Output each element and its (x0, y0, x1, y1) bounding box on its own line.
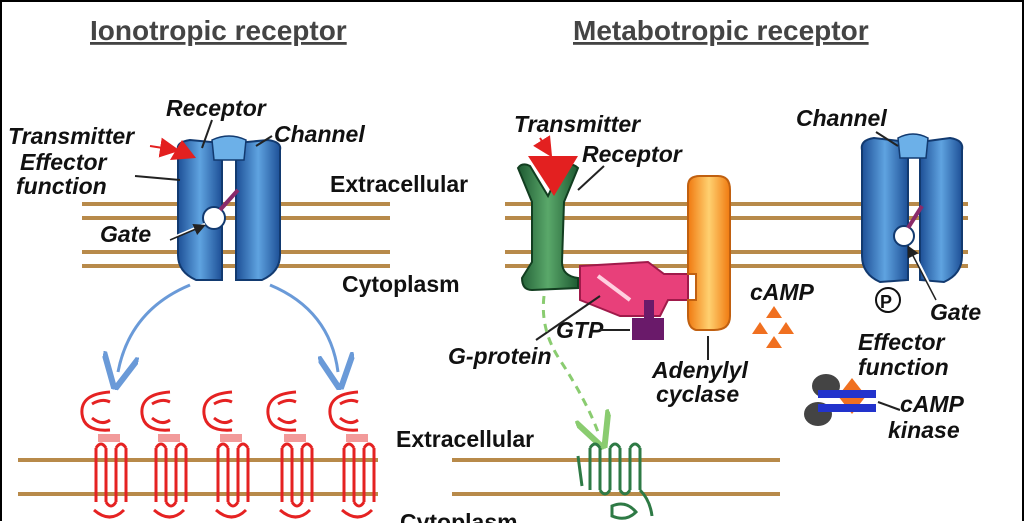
label-cytoplasm-2: Cytoplasm (400, 509, 518, 523)
label-effector-left-2: function (16, 173, 107, 199)
label-receptor-left: Receptor (166, 95, 267, 121)
phospho-circle (875, 287, 901, 313)
label-camp-kinase-1: cAMP (900, 391, 965, 417)
ionotropic-title: Ionotropic receptor (90, 15, 347, 46)
label-adenylyl-2: cyclase (656, 381, 739, 407)
camp-molecules (752, 306, 794, 348)
camp-kinase (804, 374, 876, 426)
label-extracellular-2: Extracellular (396, 426, 534, 452)
label-camp-kinase-2: kinase (888, 417, 960, 443)
label-receptor-right: Receptor (582, 141, 683, 167)
label-transmitter-right: Transmitter (514, 111, 641, 137)
ion-channel-right (860, 133, 964, 284)
red-receptor-2 (140, 390, 188, 519)
label-gate-right: Gate (930, 299, 981, 325)
lower-membrane-left (18, 458, 378, 496)
label-gate-left: Gate (100, 221, 151, 247)
red-receptors (80, 390, 376, 519)
label-channel-right: Channel (796, 105, 887, 131)
lower-membrane-right (452, 458, 780, 496)
arrow-green-down (541, 295, 598, 432)
gtp-block (632, 318, 664, 340)
label-channel-left: Channel (274, 121, 365, 147)
arrow-left-down (118, 283, 191, 372)
ion-channel-left (170, 135, 282, 281)
g-protein (579, 260, 689, 340)
adenylyl-cyclase (687, 175, 731, 331)
label-gprotein: G-protein (448, 343, 552, 369)
label-cytoplasm-1: Cytoplasm (342, 271, 460, 297)
red-receptor-1 (80, 390, 128, 519)
label-transmitter-left: Transmitter (8, 123, 135, 149)
red-receptor-5 (328, 390, 376, 519)
red-receptor-4 (266, 390, 314, 519)
arrow-right-down (269, 283, 338, 372)
label-p: P (880, 292, 892, 312)
label-effector-left-1: Effector (20, 149, 108, 175)
gate-circle-left (202, 206, 226, 230)
label-extracellular-1: Extracellular (330, 171, 468, 197)
transmitter-triangle-right (528, 156, 578, 196)
label-effector-right-1: Effector (858, 329, 946, 355)
metabotropic-title: Metabotropic receptor (573, 15, 869, 46)
label-effector-right-2: function (858, 354, 949, 380)
green-receptor-lower (576, 442, 654, 520)
label-adenylyl-1: Adenylyl (651, 357, 748, 383)
red-receptor-3 (202, 390, 250, 519)
gate-circle-right (893, 225, 915, 247)
metabotropic-receptor (516, 156, 580, 292)
label-camp: cAMP (750, 279, 815, 305)
